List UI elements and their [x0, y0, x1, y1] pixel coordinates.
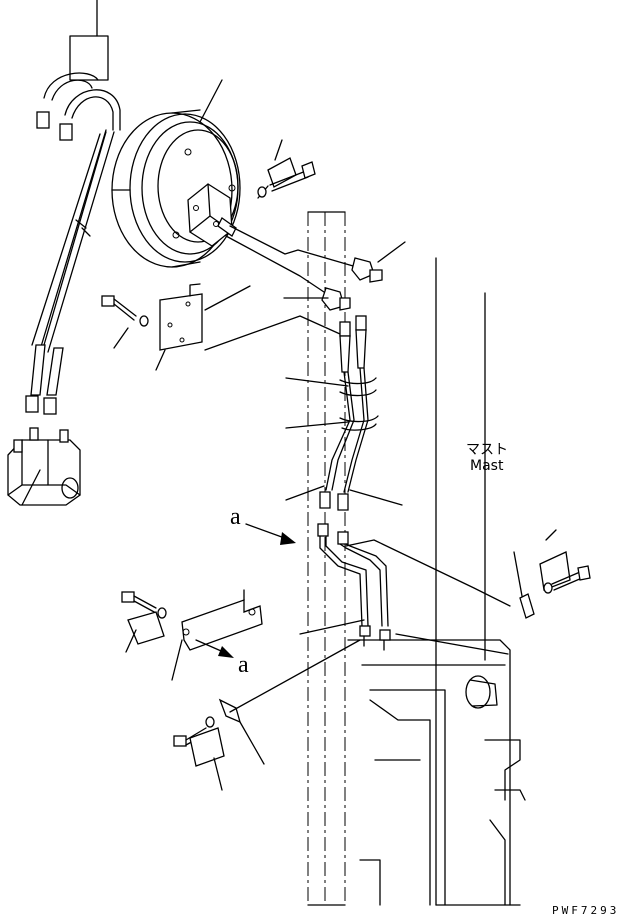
drum-leader [199, 79, 223, 123]
view-marker-upper: a [230, 504, 241, 530]
hydraulic-lines [204, 225, 361, 351]
elbow-fittings [283, 241, 406, 311]
mast-label-jp: マスト [466, 442, 508, 458]
pipe-tubes [299, 523, 511, 655]
hose-reel-drum [111, 109, 241, 268]
valve-leader [21, 469, 41, 506]
bolt-set-right [513, 529, 591, 619]
bolt-set-lower-left [121, 591, 167, 653]
view-marker-lower: a [238, 652, 249, 678]
mast-label-en: Mast [470, 458, 504, 474]
bracket-lower [171, 589, 263, 681]
left-hose-assembly [25, 0, 121, 415]
bracket-clip [218, 639, 361, 765]
drawing-code: PWF7293 [552, 904, 620, 917]
view-arrow-upper [245, 523, 296, 545]
bolt-set-bracket-left [101, 283, 203, 371]
mast-hoses [285, 315, 403, 511]
control-valve [7, 427, 81, 506]
bolt-set-bottom [173, 716, 225, 791]
mast-structure [307, 211, 526, 906]
bolt-set-top [257, 139, 316, 199]
